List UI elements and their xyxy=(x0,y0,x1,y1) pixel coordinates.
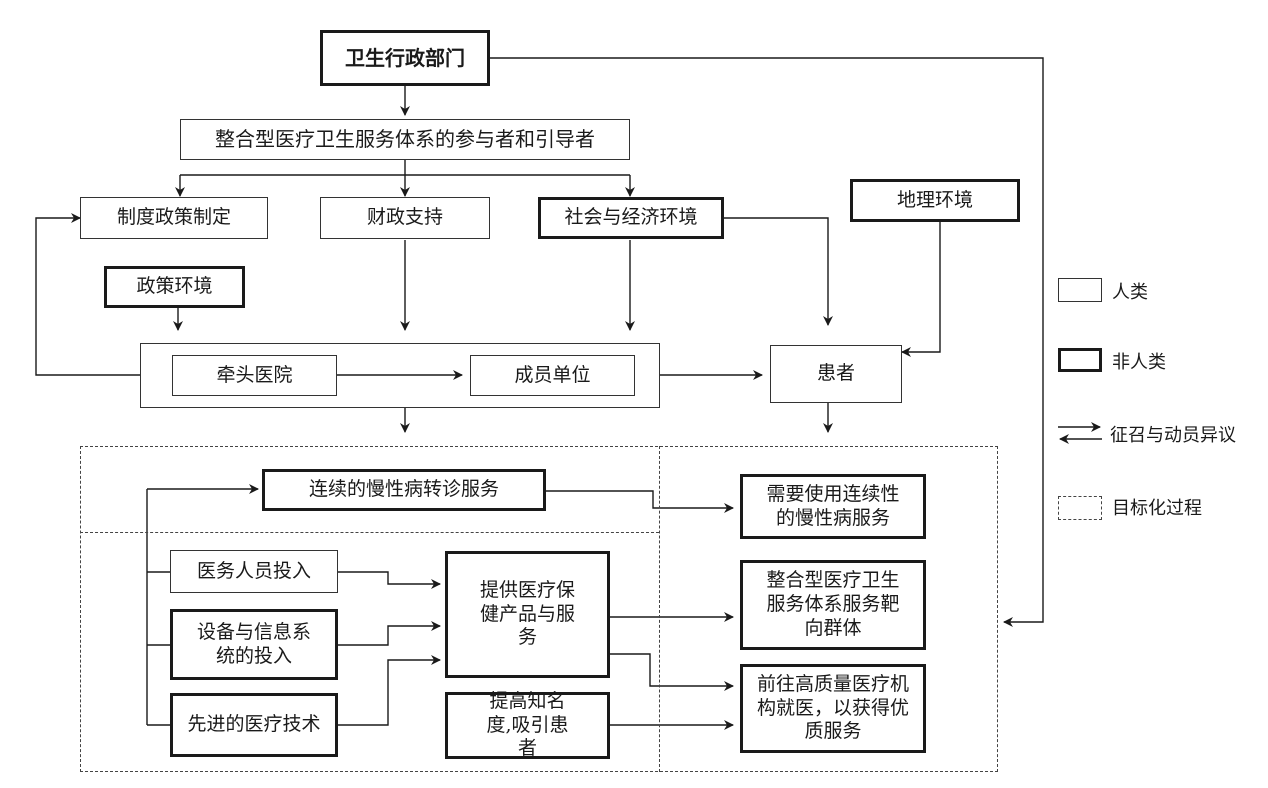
node-provide-services: 提供医疗保健产品与服务 xyxy=(445,551,610,678)
targeting-divider-vertical xyxy=(659,446,660,772)
arrow-provide-to-seek xyxy=(610,653,734,691)
legend-label-non-human: 非人类 xyxy=(1112,352,1166,373)
node-participants: 整合型医疗卫生服务体系的参与者和引导者 xyxy=(180,119,630,160)
node-health-admin: 卫生行政部门 xyxy=(320,30,490,86)
node-geography: 地理环境 xyxy=(850,179,1020,222)
legend-label-mobilize: 征召与动员异议 xyxy=(1110,425,1236,446)
legend-swatch-non-human xyxy=(1058,348,1102,372)
arrow-equipment-to-provide xyxy=(338,621,441,646)
node-patient: 患者 xyxy=(770,345,902,403)
node-policy-making: 制度政策制定 xyxy=(80,197,268,239)
node-staff-input: 医务人员投入 xyxy=(170,550,338,593)
legend-label-human: 人类 xyxy=(1112,282,1148,303)
legend-swatch-human xyxy=(1058,278,1102,302)
node-target-group: 整合型医疗卫生服务体系服务靶向群体 xyxy=(740,560,926,650)
node-socio-economic: 社会与经济环境 xyxy=(538,197,724,239)
node-equipment-input: 设备与信息系统的投入 xyxy=(170,609,338,680)
node-fiscal-support: 财政支持 xyxy=(320,197,490,239)
node-raise-awareness: 提高知名度,吸引患者 xyxy=(445,690,610,759)
targeting-divider-horizontal xyxy=(80,532,659,533)
node-chronic-referral: 连续的慢性病转诊服务 xyxy=(262,469,546,511)
arrow-socio-to-patient xyxy=(724,217,833,326)
node-member-units: 成员单位 xyxy=(470,355,635,396)
node-policy-env: 政策环境 xyxy=(104,266,245,308)
node-need-continuous: 需要使用连续性的慢性病服务 xyxy=(740,474,926,539)
arrow-staff-to-provide xyxy=(338,571,441,589)
node-advanced-tech: 先进的医疗技术 xyxy=(170,693,338,757)
arrow-feedback-to-policy xyxy=(35,213,140,376)
arrow-geo-to-patient xyxy=(901,222,941,357)
legend-swatch-targeting xyxy=(1058,496,1102,520)
hospital-group-container xyxy=(140,343,660,408)
node-lead-hospital: 牵头医院 xyxy=(172,355,337,396)
targeting-region xyxy=(80,446,998,772)
arrow-tech-to-provide xyxy=(338,655,441,726)
node-seek-quality: 前往高质量医疗机构就医，以获得优质服务 xyxy=(740,664,926,753)
arrow-referral-to-need xyxy=(546,490,734,513)
arrow-admin-to-target-group xyxy=(490,57,1044,627)
legend-label-targeting: 目标化过程 xyxy=(1112,498,1202,519)
